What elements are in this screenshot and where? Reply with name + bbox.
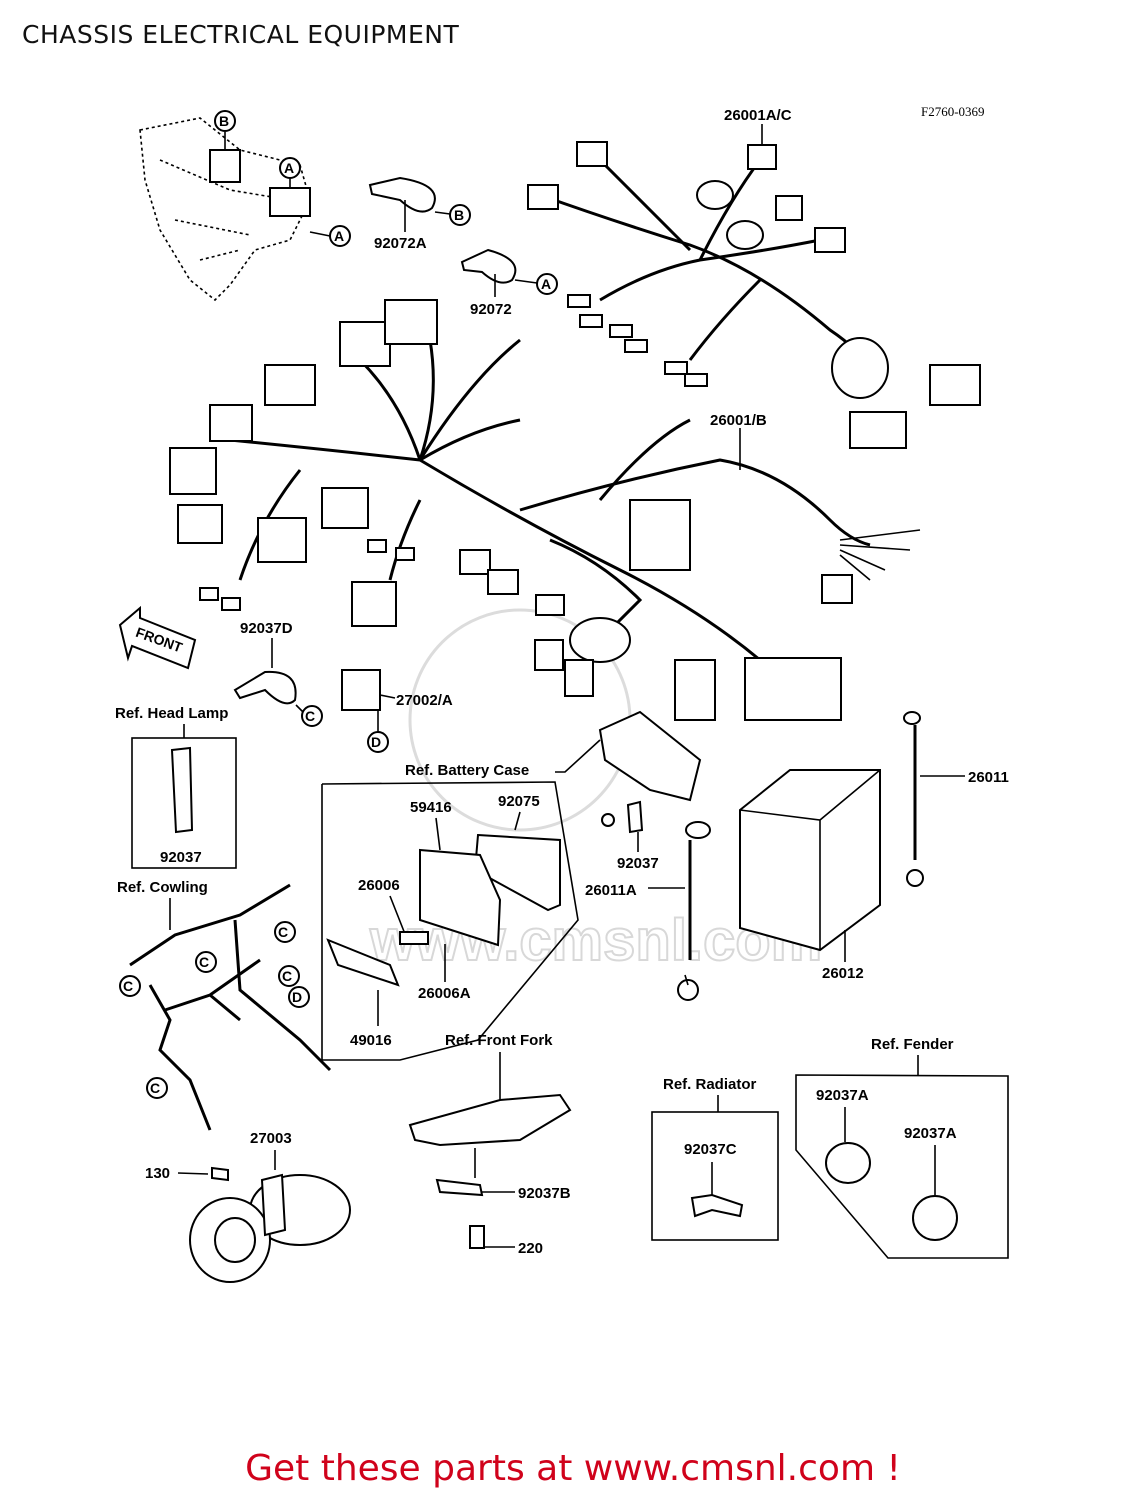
ref-front-fork: Ref. Front Fork 92037B 220 [408,1032,572,1257]
front-arrow: FRONT [118,605,197,670]
label-92037a-2: 92037A [904,1125,957,1142]
ref-fender: Ref. Fender 92037A 92037A [795,1036,1009,1259]
label-92075: 92075 [498,793,540,810]
figure-code: F2760-0369 [921,104,985,119]
svg-text:B: B [454,207,464,223]
clamp-92072: A 92072 [460,248,558,318]
label-49016: 49016 [350,1032,392,1049]
ref-battery-case: Ref. Battery Case 92037 [321,710,702,1061]
label-92037a-1: 92037A [816,1087,869,1104]
label-26006a: 26006A [418,985,471,1002]
ref-radiator: Ref. Radiator 92037C [651,1076,779,1241]
svg-text:D: D [371,734,381,750]
marker-a-frame-1: A [279,157,301,179]
ref-front-fork-label: Ref. Front Fork [445,1032,553,1049]
frame-sketch [139,117,331,302]
cable-26011: 26011 [903,711,1009,887]
label-92072a: 92072A [374,235,427,252]
label-92037c: 92037C [684,1141,737,1158]
label-220: 220 [518,1240,543,1257]
ref-head-lamp-label: Ref. Head Lamp [115,705,228,722]
svg-text:C: C [305,708,315,724]
svg-text:A: A [334,228,344,244]
svg-text:C: C [199,954,209,970]
marker-a-frame-2: A [329,225,351,247]
label-92037b: 92037B [518,1185,571,1202]
fuse-box-group: 59416 92075 26006 26006A 49016 [326,793,561,1049]
svg-text:C: C [282,968,292,984]
diagram-title: CHASSIS ELECTRICAL EQUIPMENT [22,20,460,49]
ref-fender-label: Ref. Fender [871,1036,954,1053]
svg-text:C: C [278,924,288,940]
label-59416: 59416 [410,799,452,816]
promo-callout[interactable]: Get these parts at www.cmsnl.com ! [245,1448,901,1489]
label-92037-headlamp: 92037 [160,849,202,866]
label-26011: 26011 [968,769,1009,786]
label-92037-battery: 92037 [617,855,659,872]
label-92072: 92072 [470,301,512,318]
relay-27002a: 27002/A D [341,669,453,753]
harness-26001ac: 26001A/C [527,107,981,449]
ref-battery-case-label: Ref. Battery Case [405,762,529,779]
label-27002a: 27002/A [396,692,453,709]
label-26006: 26006 [358,877,400,894]
svg-text:A: A [541,276,551,292]
label-26011a: 26011A [585,882,637,899]
label-26001ac: 26001A/C [724,107,792,124]
label-27003: 27003 [250,1130,292,1147]
label-92037d: 92037D [240,620,293,637]
ref-radiator-label: Ref. Radiator [663,1076,757,1093]
harness-26001b: 26001/B [169,299,921,721]
label-26001b: 26001/B [710,412,767,429]
ref-cowling: Ref. Cowling C C C D C C [117,879,332,1131]
svg-text:C: C [123,978,133,994]
svg-text:D: D [292,989,302,1005]
label-130: 130 [145,1165,170,1182]
clamp-92037d: 92037D C [233,620,323,727]
svg-text:B: B [219,113,229,129]
lead-26011a: 26011A [585,821,711,1001]
marker-b-frame: B [214,110,236,132]
ref-head-lamp: Ref. Head Lamp 92037 [115,705,237,869]
horn-27003: 27003 130 [145,1130,351,1283]
svg-text:C: C [150,1080,160,1096]
ref-cowling-label: Ref. Cowling [117,879,208,896]
battery-26012: 26012 [739,769,881,982]
label-26012: 26012 [822,965,864,982]
svg-text:A: A [284,160,294,176]
clamp-92072a: B 92072A [368,176,471,252]
